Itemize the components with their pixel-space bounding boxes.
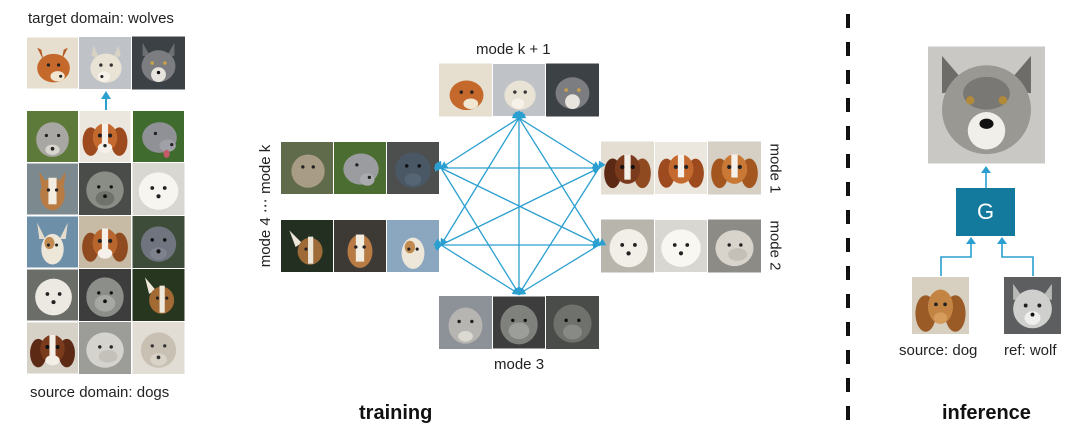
dog-image (27, 163, 78, 215)
generator-box: G (956, 188, 1015, 236)
wolf-image (546, 63, 599, 117)
wolf-image (439, 63, 492, 117)
dog-image (27, 269, 78, 321)
wolf-image (132, 36, 185, 90)
dog-image (493, 296, 545, 349)
wolf-image (79, 36, 131, 90)
dog-image (334, 219, 386, 273)
dog-image (132, 216, 185, 268)
mode-k1-label: mode k + 1 (476, 41, 551, 58)
dog-image (27, 216, 78, 268)
dog-image (601, 219, 654, 273)
dog-image (132, 269, 185, 321)
output-wolf-image (928, 45, 1045, 165)
dog-image (281, 219, 333, 273)
target-domain-label: target domain: wolves (28, 10, 174, 27)
domain-arrow (101, 91, 111, 110)
dog-image (79, 269, 131, 321)
dog-image (132, 163, 185, 215)
dog-image (708, 141, 761, 195)
source-dog-image (912, 277, 969, 334)
ref-wolf-label: ref: wolf (1004, 342, 1057, 359)
dog-image (79, 163, 131, 215)
dog-image (334, 141, 386, 195)
dog-image (132, 322, 185, 374)
dog-image (601, 141, 654, 195)
wolf-image (27, 36, 78, 90)
dog-image (281, 141, 333, 195)
dog-image (708, 219, 761, 273)
source-domain-label: source domain: dogs (30, 384, 170, 401)
dog-image (387, 141, 439, 195)
dog-image (79, 322, 131, 374)
dog-image (132, 111, 185, 162)
mode-3-label: mode 3 (494, 356, 545, 373)
dog-image (655, 219, 707, 273)
dog-image (655, 141, 707, 195)
dog-image (387, 219, 439, 273)
inference-label: inference (942, 402, 1031, 424)
ref-wolf-image (1004, 277, 1061, 334)
source-dog-label: source: dog (899, 342, 978, 359)
dog-image (79, 111, 131, 162)
dog-image (27, 322, 78, 374)
dog-image (27, 111, 78, 162)
dog-image (79, 216, 131, 268)
training-label: training (359, 402, 433, 424)
dog-image (546, 296, 599, 349)
wolf-image (493, 63, 545, 117)
dog-image (439, 296, 492, 349)
